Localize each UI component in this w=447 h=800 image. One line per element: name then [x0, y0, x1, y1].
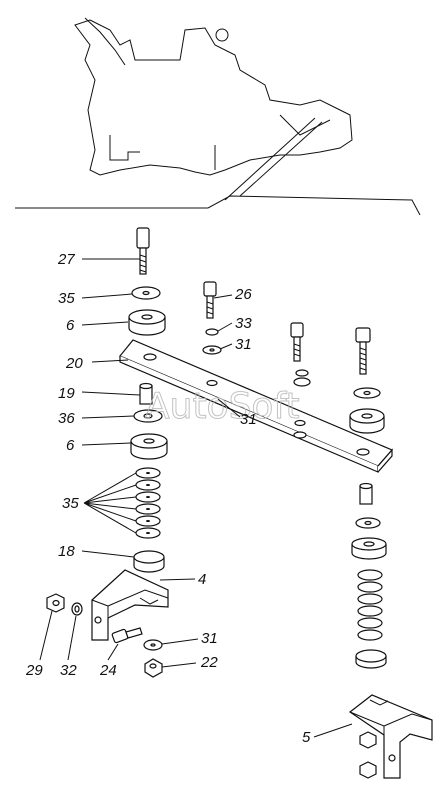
washer-right-mid: [355, 517, 381, 529]
callout-31-middle: 31: [240, 411, 257, 428]
cushion-6-middle: [130, 433, 168, 460]
cushion-right-top: [349, 408, 385, 434]
callout-35-stack: 35: [62, 495, 79, 512]
bracket-4: [91, 569, 169, 641]
callout-31-top: 31: [235, 336, 252, 353]
callout-22: 22: [200, 654, 218, 671]
bolt-right-b: [355, 327, 371, 375]
engine-outline: [74, 17, 353, 176]
callout-19: 19: [58, 385, 75, 402]
callout-26: 26: [234, 286, 252, 303]
lock-washer-32: [71, 602, 83, 616]
washer-35-top: [131, 286, 161, 300]
callout-29: 29: [25, 662, 43, 679]
watermark-text: AutoSoft: [145, 386, 300, 427]
cushion-18: [133, 550, 165, 573]
spring-washer-33: [205, 328, 219, 336]
callout-6-middle: 6: [66, 437, 75, 454]
bracket-bar-20: [119, 339, 393, 473]
bolt-24: [111, 627, 143, 644]
nut-bracket-5: [359, 731, 377, 779]
washer-right-large: [353, 387, 381, 399]
nut-29: [46, 593, 65, 613]
callout-32: 32: [60, 662, 77, 679]
bracket-5: [348, 694, 433, 779]
cushion-right-bottom: [355, 649, 387, 669]
bushing-19: [139, 382, 153, 405]
washer-right-small: [293, 369, 311, 387]
washer-31-top: [202, 345, 222, 355]
bolt-27: [136, 227, 150, 275]
callout-35-top: 35: [58, 290, 75, 307]
bolt-right-a: [290, 322, 304, 362]
callout-4: 4: [198, 571, 206, 588]
washer-stack-right: [357, 569, 383, 641]
washer-stack-35: [135, 467, 161, 539]
cushion-right-mid: [351, 537, 387, 560]
cushion-6-top: [128, 309, 166, 336]
callout-18: 18: [58, 543, 75, 560]
callout-31-lower: 31: [201, 630, 218, 647]
callout-36: 36: [58, 410, 75, 427]
section-lines: [15, 117, 421, 216]
callout-5: 5: [302, 729, 311, 746]
bolt-26: [203, 281, 217, 319]
callout-24: 24: [99, 662, 117, 679]
washer-31-lower: [143, 639, 163, 651]
callout-6-top: 6: [66, 317, 75, 334]
bushing-right: [359, 482, 373, 505]
callout-33: 33: [235, 315, 252, 332]
callout-27: 27: [57, 251, 75, 268]
nut-22: [144, 658, 163, 678]
callout-labels: 27 35 6 26 33 31 20 19 36 31 6 35 18 4 3…: [25, 251, 311, 746]
leader-lines: [39, 258, 353, 738]
callout-20: 20: [65, 355, 83, 372]
